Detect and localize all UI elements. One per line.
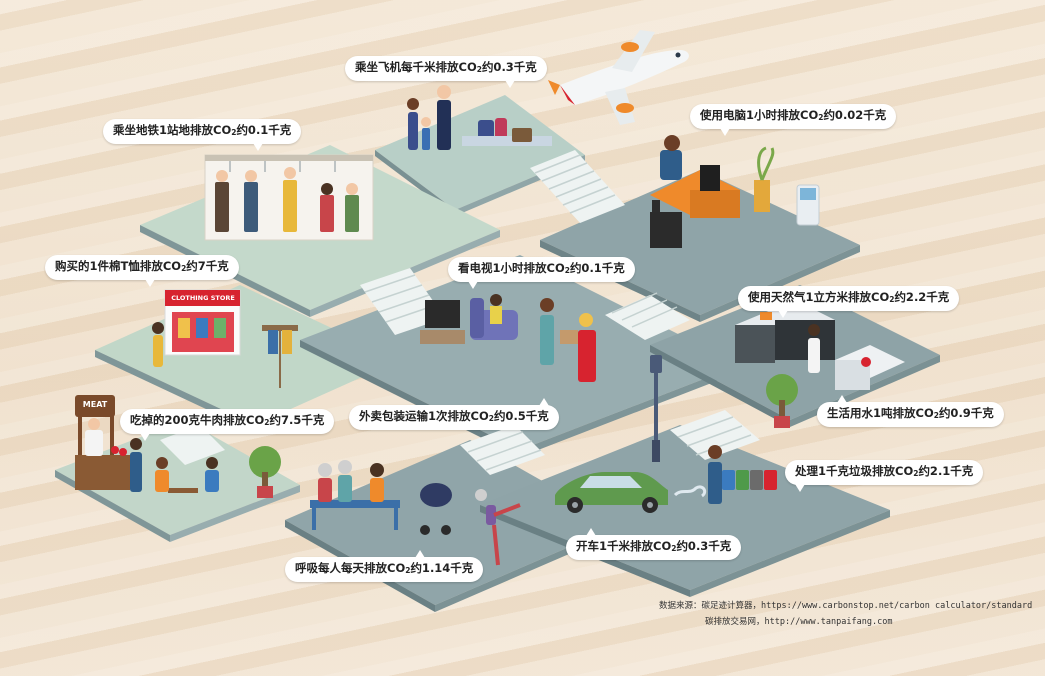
callout-gas: 使用天然气1立方米排放CO2约2.2千克	[738, 286, 960, 318]
callout-tv: 看电视1小时排放CO2约0.1千克	[448, 257, 635, 289]
office-desk-illustration	[650, 135, 820, 248]
stairs-airport-office	[530, 150, 625, 223]
stairs-park	[460, 425, 545, 475]
delivery-illustration	[540, 298, 596, 382]
tv-room-illustration	[420, 294, 518, 344]
callout-beef: 吃掉的200克牛肉排放CO2约7.5千克	[120, 409, 335, 441]
clothing-store-illustration	[152, 289, 298, 388]
subway-car-illustration	[204, 154, 374, 241]
callout-delivery: 外卖包装运输1次排放CO2约0.5千克	[349, 398, 559, 430]
car-illustration	[555, 472, 707, 513]
source-line-1: 数据来源：碳足迹计算器，https://www.carbonstop.net/c…	[659, 601, 1033, 611]
callout-garbage: 处理1千克垃圾排放CO2约2.1千克	[785, 460, 984, 492]
callout-subway: 乘坐地铁1站地排放CO2约0.1千克	[103, 119, 302, 151]
restaurant-diners	[130, 438, 219, 493]
tree-restaurant	[249, 446, 281, 498]
kitchen-illustration	[735, 300, 905, 390]
callout-water: 生活用水1吨排放CO2约0.9千克	[817, 395, 1004, 427]
data-source-note: 数据来源：碳足迹计算器，https://www.carbonstop.net/c…	[659, 598, 1032, 630]
stairs-street	[670, 410, 760, 460]
source-line-2: 碳排放交易网，http://www.tanpaifang.com	[705, 617, 893, 627]
stairs-shop	[160, 425, 225, 465]
callout-computer: 使用电脑1小时排放CO2约0.02千克	[690, 104, 897, 136]
airplane-illustration	[548, 30, 689, 125]
clothing-store-sign: CLOTHING STORE	[171, 294, 235, 302]
meat-sign: MEAT	[82, 400, 108, 409]
callout-tshirt: 购买的1件棉T恤排放CO2约7千克	[45, 255, 239, 287]
platform-street	[480, 425, 890, 597]
stairs-living-kitchen	[605, 292, 690, 340]
garbage-bins-illustration	[708, 445, 777, 504]
callout-breathing: 呼吸每人每天排放CO2约1.14千克	[285, 550, 484, 582]
tree-kitchen	[766, 374, 798, 428]
callout-airplane: 乘坐飞机每千米排放CO2约0.3千克	[345, 56, 547, 88]
callout-car: 开车1千米排放CO2约0.3千克	[566, 528, 742, 560]
meat-stall-illustration	[75, 395, 130, 490]
park-illustration	[310, 460, 521, 566]
family-travelers	[407, 85, 552, 150]
street-lamp	[650, 355, 662, 462]
